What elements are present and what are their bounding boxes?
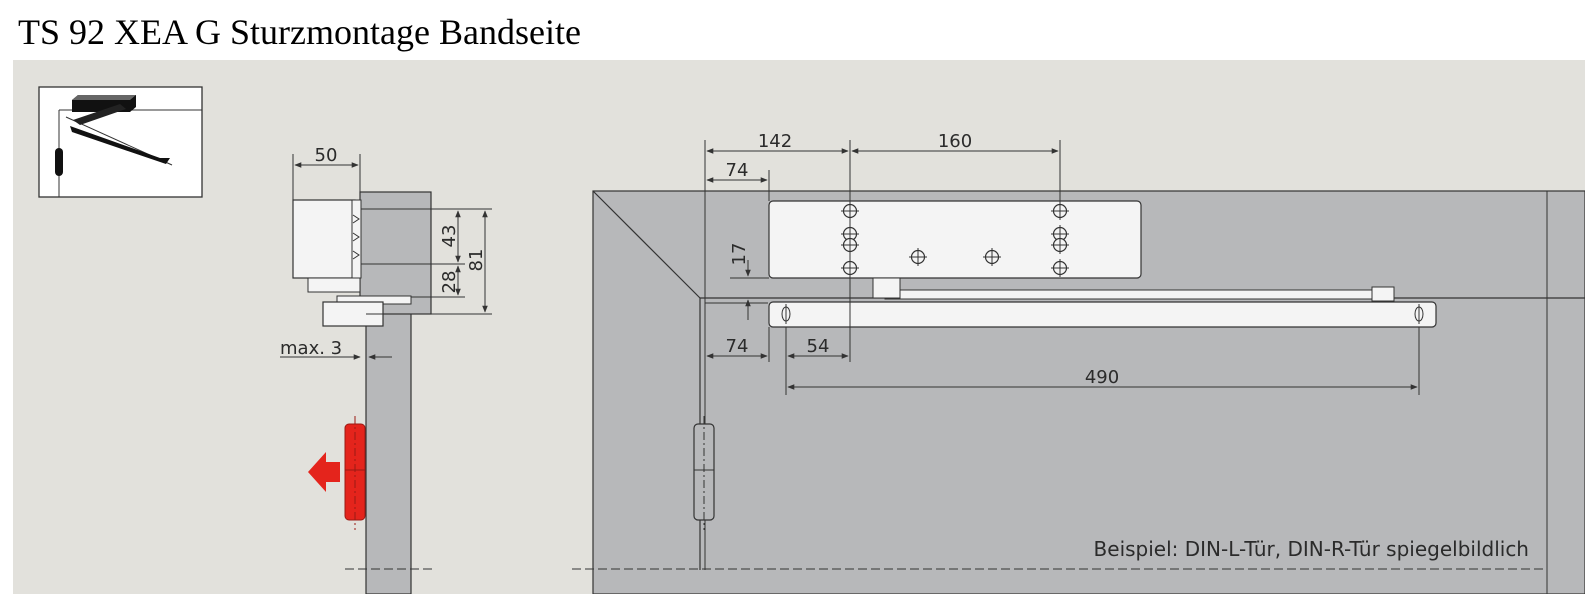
dim-17: 17 — [729, 243, 750, 266]
closer-body-side — [292, 199, 356, 279]
dim-43: 43 — [439, 225, 460, 248]
side-view: 50 43 28 81 max. 3 — [280, 145, 492, 594]
dim-74-bottom: 74 — [726, 336, 749, 357]
front-view: 142 160 74 17 74 54 490 — [572, 131, 1585, 594]
red-arrow-left-icon — [308, 452, 340, 492]
door-leaf-side — [365, 301, 412, 594]
mounting-thumbnail-icon — [38, 86, 203, 198]
dim-54: 54 — [807, 336, 830, 357]
caption: Beispiel: DIN-L-Tür, DIN-R-Tür spiegelbi… — [1094, 537, 1529, 561]
page-title: TS 92 XEA G Sturzmontage Bandseite — [18, 12, 581, 52]
closer-body — [768, 200, 1142, 279]
dim-81: 81 — [466, 249, 487, 272]
dim-28: 28 — [439, 271, 460, 294]
dim-160: 160 — [938, 131, 972, 152]
guide-rail — [768, 301, 1437, 328]
dim-74-top: 74 — [726, 160, 749, 181]
dim-142: 142 — [758, 131, 792, 152]
dim-50: 50 — [315, 145, 338, 166]
dim-490: 490 — [1085, 367, 1119, 388]
frame-block — [359, 191, 432, 315]
dim-max-3: max. 3 — [280, 338, 342, 359]
